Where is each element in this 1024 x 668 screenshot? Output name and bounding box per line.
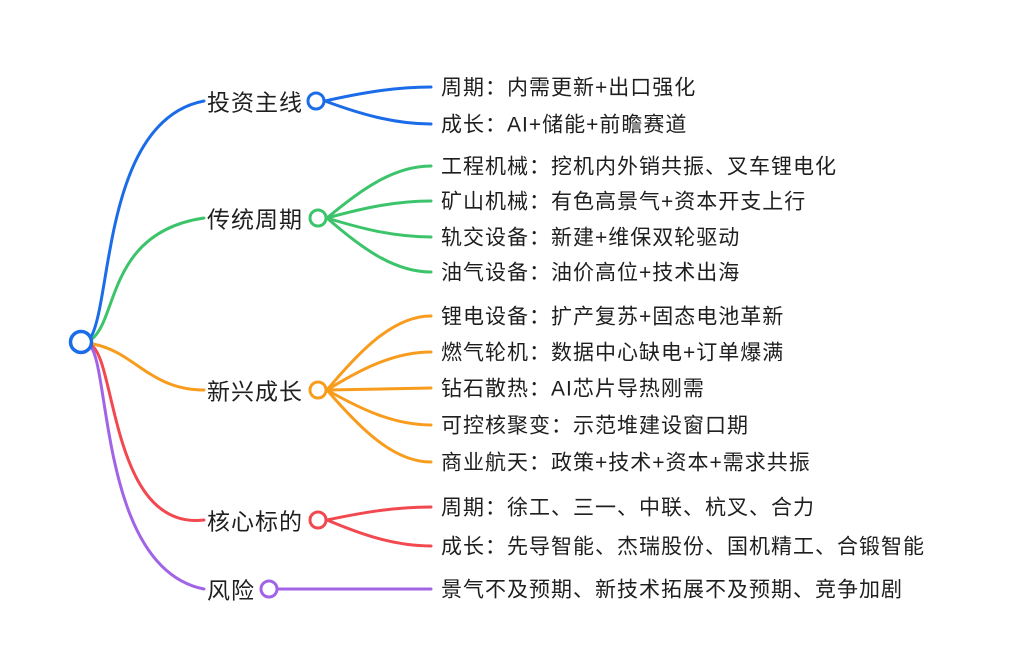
branch-label-investment-mainlines[interactable]: 投资主线 xyxy=(207,89,303,116)
leaf-label-rail-equipment[interactable]: 轨交设备：新建+维保双轮驱动 xyxy=(441,226,741,250)
edge-branch-2-to-leaf-1 xyxy=(325,350,433,392)
leaf-label-fusion[interactable]: 可控核聚变：示范堆建设窗口期 xyxy=(441,414,749,438)
edge-branch-2-to-leaf-3 xyxy=(325,388,433,427)
edge-branch-1-to-leaf-3 xyxy=(325,216,433,274)
edge-root-to-branch-0 xyxy=(89,99,206,339)
edge-root-to-branch-2 xyxy=(91,342,206,392)
edge-root-to-branch-4 xyxy=(89,345,206,591)
leaf-label-cycle-demand[interactable]: 周期：内需更新+出口强化 xyxy=(441,76,697,100)
leaf-label-growth-stocks[interactable]: 成长：先导智能、杰瑞股份、国机精工、合锻智能 xyxy=(441,535,925,559)
edge-branch-0-to-leaf-0 xyxy=(323,85,433,103)
edge-branch-0-to-leaf-1 xyxy=(323,99,433,126)
leaf-label-oil-gas-equipment[interactable]: 油气设备：油价高位+技术出海 xyxy=(441,261,741,285)
branch-node-circle-0[interactable] xyxy=(306,91,326,111)
leaf-label-construction-machinery[interactable]: 工程机械：挖机内外销共振、叉车锂电化 xyxy=(441,155,837,179)
branch-node-circle-3[interactable] xyxy=(308,510,328,530)
edge-root-to-branch-1 xyxy=(90,216,206,341)
branch-label-core-targets[interactable]: 核心标的 xyxy=(207,508,303,535)
leaf-label-growth-ai[interactable]: 成长：AI+储能+前瞻赛道 xyxy=(441,113,688,137)
branch-label-risks[interactable]: 风险 xyxy=(207,577,255,604)
edge-branch-2-to-leaf-2 xyxy=(325,386,433,392)
branch-node-circle-4[interactable] xyxy=(259,579,279,599)
leaf-label-lithium-equipment[interactable]: 锂电设备：扩产复苏+固态电池革新 xyxy=(441,305,785,329)
leaf-label-cycle-stocks[interactable]: 周期：徐工、三一、中联、杭叉、合力 xyxy=(441,496,815,520)
leaf-label-commercial-space[interactable]: 商业航天：政策+技术+资本+需求共振 xyxy=(441,451,811,475)
edge-branch-1-to-leaf-1 xyxy=(325,199,433,220)
edge-branch-2-to-leaf-0 xyxy=(325,314,433,392)
leaf-label-risk-items[interactable]: 景气不及预期、新技术拓展不及预期、竞争加剧 xyxy=(441,578,903,602)
edge-branch-1-to-leaf-2 xyxy=(325,216,433,239)
leaf-label-diamond-cooling[interactable]: 钻石散热：AI芯片导热刚需 xyxy=(441,377,705,401)
branch-label-traditional-cycle[interactable]: 传统周期 xyxy=(207,206,303,233)
root-node-circle[interactable] xyxy=(68,329,94,355)
branch-node-circle-2[interactable] xyxy=(308,380,328,400)
branch-node-circle-1[interactable] xyxy=(308,208,328,228)
edge-branch-3-to-leaf-0 xyxy=(325,505,433,522)
leaf-label-gas-turbine[interactable]: 燃气轮机：数据中心缺电+订单爆满 xyxy=(441,341,785,365)
edge-root-to-branch-3 xyxy=(90,344,206,522)
edge-branch-2-to-leaf-4 xyxy=(325,388,433,464)
branch-label-emerging-growth[interactable]: 新兴成长 xyxy=(207,378,303,405)
edge-branch-1-to-leaf-0 xyxy=(325,164,433,220)
edge-branch-3-to-leaf-1 xyxy=(325,518,433,548)
leaf-label-mining-machinery[interactable]: 矿山机械：有色高景气+资本开支上行 xyxy=(441,190,807,214)
